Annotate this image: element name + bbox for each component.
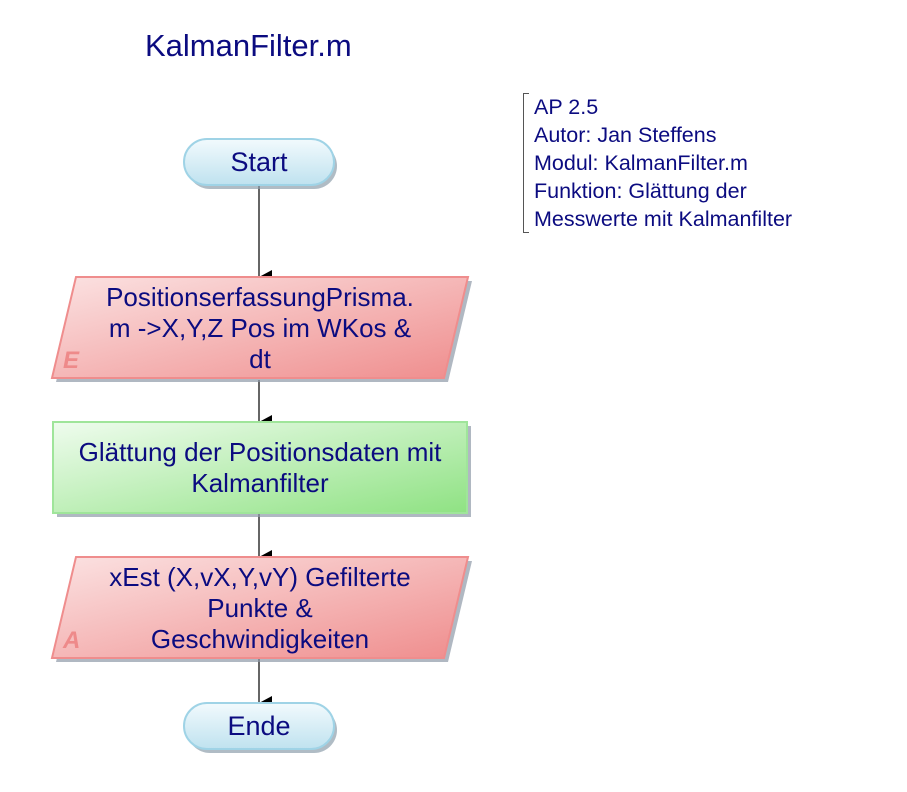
diagram-title: KalmanFilter.m [145, 28, 352, 63]
annotation-bracket-bottom [524, 232, 529, 233]
process-box[interactable] [52, 421, 468, 514]
process-label-line: Glättung der Positionsdaten mit [78, 436, 442, 467]
output-parallelogram[interactable] [50, 556, 470, 659]
end-terminal[interactable] [183, 702, 335, 750]
end-label: Ende [227, 710, 291, 741]
input-label-line: PositionserfassungPrisma. [106, 281, 414, 312]
output-label-line: xEst (X,vX,Y,vY) Gefilterte [109, 561, 411, 592]
process-label-line: Kalmanfilter [191, 467, 329, 498]
annotation-line: Autor: Jan Steffens [534, 123, 717, 147]
input-label: PositionserfassungPrisma. m ->X,Y,Z Pos … [70, 279, 450, 377]
input-parallelogram[interactable] [50, 276, 470, 379]
annotation-line: Modul: KalmanFilter.m [534, 151, 748, 175]
annotation-line: Messwerte mit Kalmanfilter [534, 207, 793, 231]
info-annotation: AP 2.5 Autor: Jan Steffens Modul: Kalman… [523, 93, 792, 233]
input-tag-e: E [63, 347, 80, 374]
annotation-line: Funktion: Glättung der [534, 179, 747, 203]
output-tag-a: A [63, 627, 81, 654]
start-label: Start [230, 146, 288, 177]
annotation-line: AP 2.5 [534, 95, 599, 119]
process-label: Glättung der Positionsdaten mit Kalmanfi… [53, 422, 467, 513]
output-label-line: Geschwindigkeiten [150, 623, 370, 654]
input-label-line: dt [249, 343, 271, 374]
output-label: xEst (X,vX,Y,vY) Gefilterte Punkte & Ges… [70, 559, 450, 657]
input-label-line: m ->X,Y,Z Pos im WKos & [108, 312, 412, 343]
output-label-line: Punkte & [207, 592, 313, 623]
start-terminal[interactable] [183, 138, 335, 186]
annotation-bracket-top [524, 93, 529, 94]
